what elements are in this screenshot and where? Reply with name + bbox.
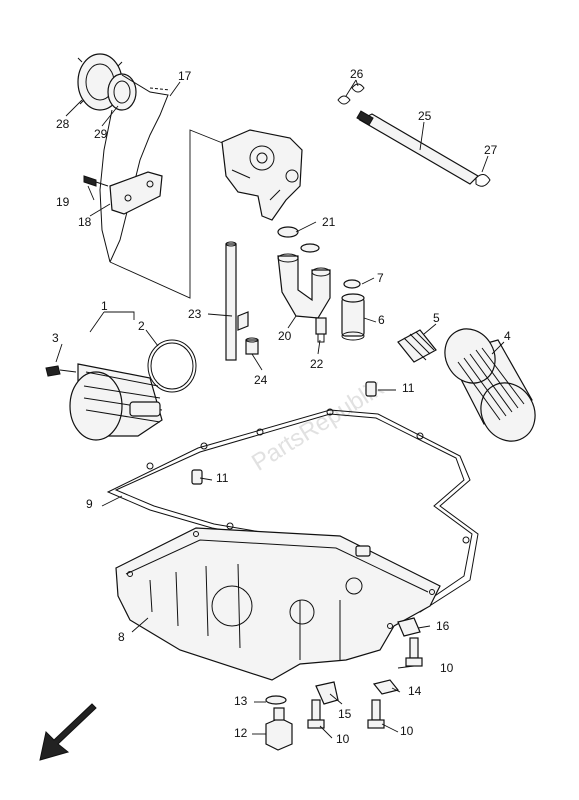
clamp-15 <box>315 681 339 705</box>
clamp-14 <box>372 679 400 695</box>
callout-26: 26 <box>350 67 364 81</box>
callout-11-upper: 11 <box>402 381 415 395</box>
callout-17: 17 <box>178 69 192 83</box>
callout-13: 13 <box>234 694 248 708</box>
callout-18: 18 <box>78 215 92 229</box>
callout-27: 27 <box>484 143 498 157</box>
callout-12: 12 <box>234 726 248 740</box>
callout-5: 5 <box>433 311 440 325</box>
bolt-10-right <box>405 637 423 667</box>
callout-21: 21 <box>322 215 336 229</box>
callout-8: 8 <box>118 630 125 644</box>
callout-10-left: 10 <box>336 732 350 746</box>
callout-10-mid: 10 <box>400 724 414 738</box>
callout-22: 22 <box>310 357 324 371</box>
bolt-part <box>83 175 109 187</box>
clip-27 <box>475 174 491 187</box>
callout-29: 29 <box>94 127 108 141</box>
callout-20: 20 <box>278 329 292 343</box>
callout-15: 15 <box>338 707 352 721</box>
callout-4: 4 <box>504 329 511 343</box>
front-direction-arrow <box>39 703 97 761</box>
callout-23: 23 <box>188 307 202 321</box>
oil-level-rod <box>225 241 249 361</box>
bolt-10-left <box>307 699 325 729</box>
bolt-3 <box>45 365 77 377</box>
leader-lines <box>55 79 505 739</box>
callout-6: 6 <box>378 313 385 327</box>
dowel-pin-11-lower <box>191 469 203 485</box>
fitting-24 <box>245 337 259 355</box>
dowel-pin-11-upper <box>365 381 377 397</box>
callout-10-right: 10 <box>440 661 454 675</box>
callout-7: 7 <box>377 271 384 285</box>
bearing-part <box>107 73 137 111</box>
callout-2: 2 <box>138 319 145 333</box>
bolt-10-mid <box>367 699 385 729</box>
callout-19: 19 <box>56 195 70 209</box>
callout-16: 16 <box>436 619 450 633</box>
oil-filter <box>444 328 536 442</box>
oil-pan <box>115 527 441 681</box>
bolt-part-22 <box>315 317 327 343</box>
clamp-16 <box>397 617 421 637</box>
relief-valve-6 <box>341 293 365 341</box>
gasket-13 <box>265 695 287 705</box>
callout-14: 14 <box>408 684 422 698</box>
callout-9: 9 <box>86 497 93 511</box>
pin-26 <box>337 83 365 105</box>
drain-plug-12 <box>265 707 293 751</box>
oil-pipe-part <box>277 253 331 319</box>
chain-guide <box>109 171 163 215</box>
o-ring-7 <box>343 279 361 289</box>
callout-25: 25 <box>418 109 432 123</box>
callout-3: 3 <box>52 331 59 345</box>
callout-11-lower: 11 <box>216 471 229 485</box>
callout-28: 28 <box>56 117 70 131</box>
gasket-2 <box>147 339 197 393</box>
callout-1: 1 <box>101 299 108 313</box>
oil-cooler <box>69 363 163 441</box>
oil-pump-assembly <box>221 129 303 221</box>
drive-chain <box>99 74 171 263</box>
callout-24: 24 <box>254 373 268 387</box>
drive-shaft-25 <box>356 110 479 185</box>
o-ring-part <box>277 226 320 253</box>
union-bolt-5 <box>397 329 437 363</box>
